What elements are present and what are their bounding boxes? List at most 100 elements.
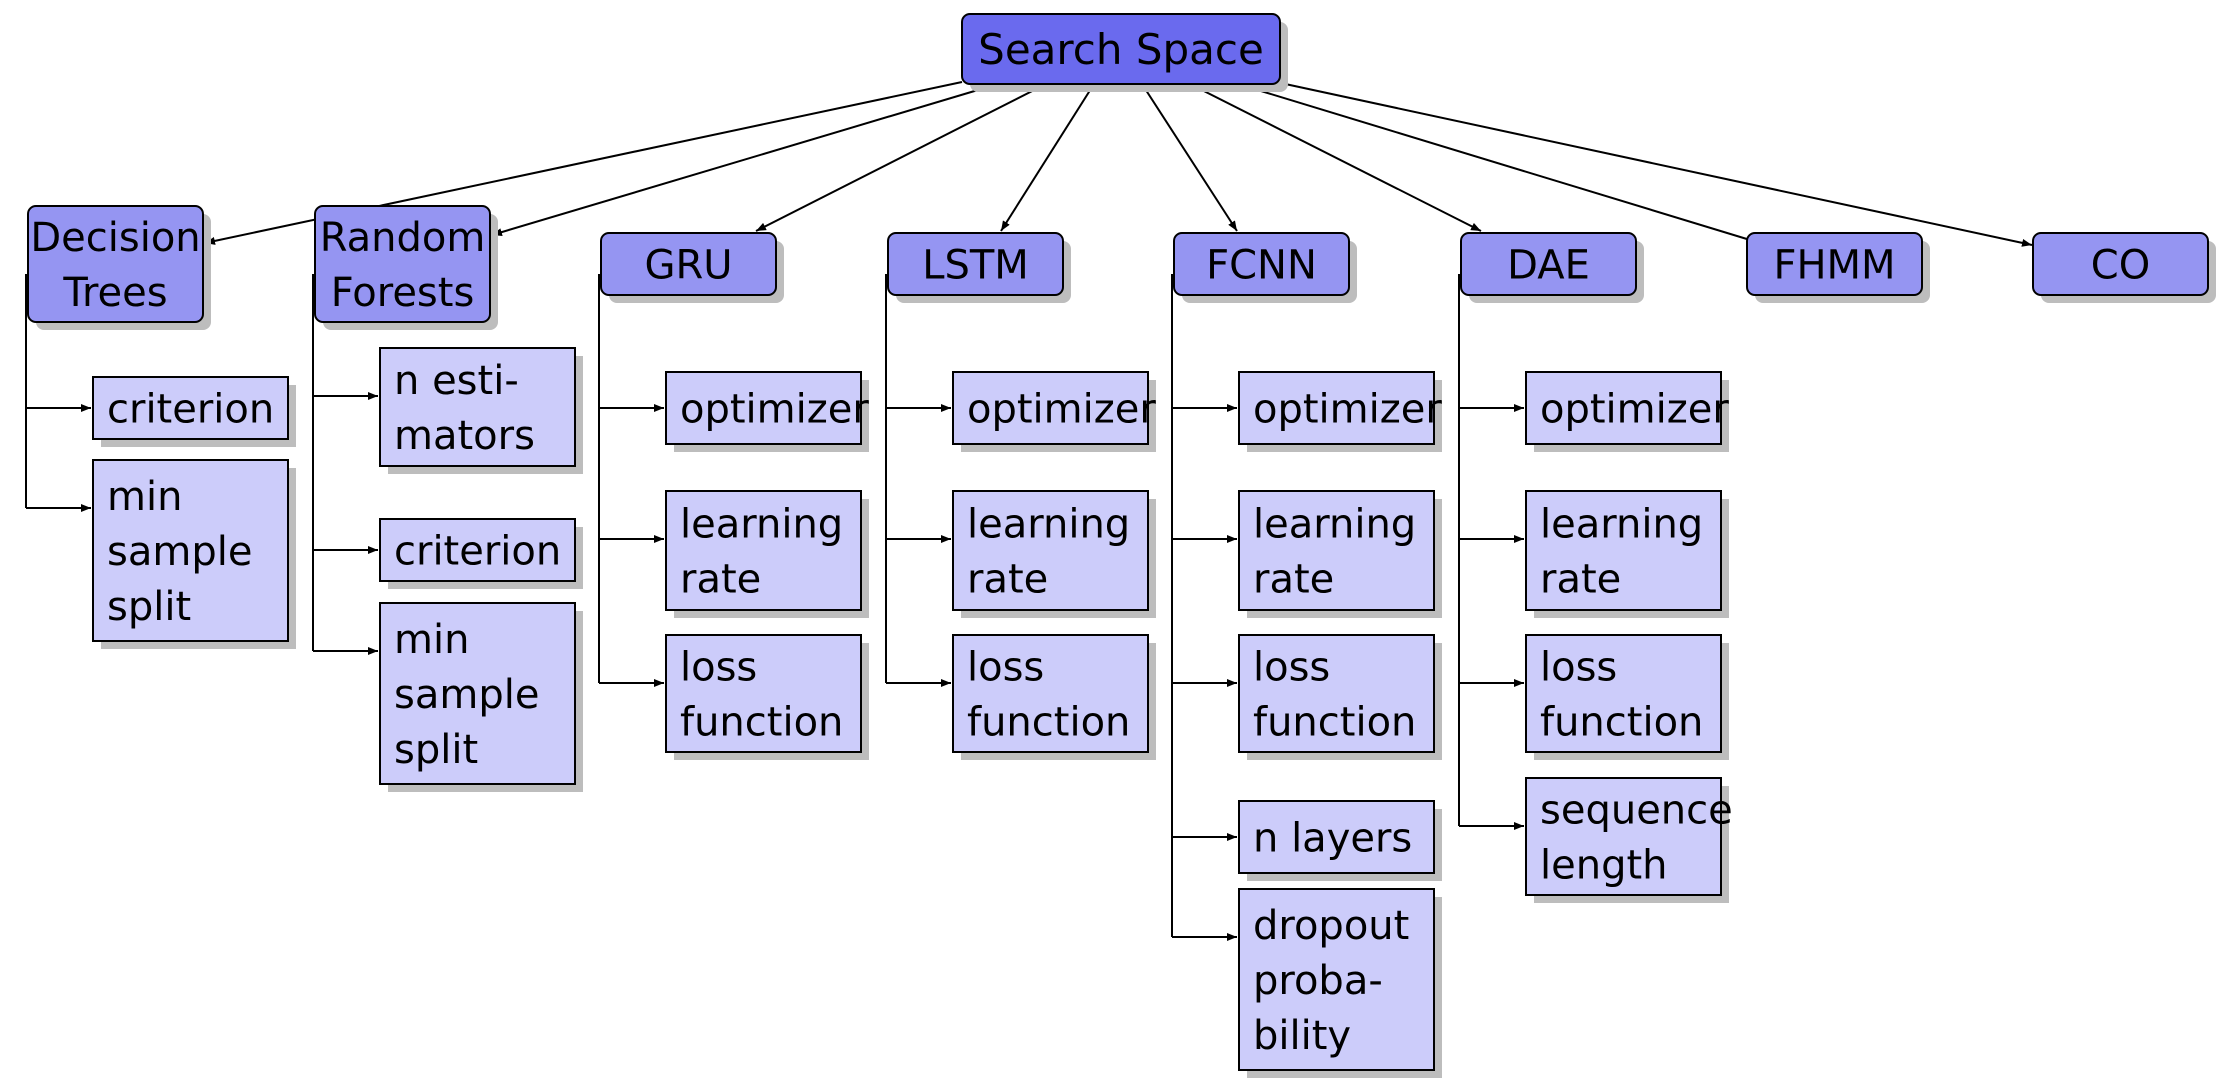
param-node-lstm-1-label: learning (967, 501, 1130, 547)
param-node-gru-2: loss function (665, 634, 869, 760)
model-node-dt-label: Decision (30, 215, 200, 261)
param-node-dae-0-label: optimizer (1540, 386, 1729, 432)
param-node-fcnn-2-rect (1238, 634, 1435, 753)
model-node-gru-label: GRU (644, 242, 732, 288)
param-node-gru-2-label: loss (680, 644, 757, 690)
param-node-gru-1-label: learning (680, 501, 843, 547)
model-node-co: CO (2032, 232, 2216, 303)
param-node-dae-0-rect (1525, 371, 1722, 445)
edge-root-to-dae (1189, 83, 1482, 232)
param-node-dt-1-label: sample (107, 529, 252, 575)
param-node-dae-2-label: loss (1540, 644, 1617, 690)
param-node-rf-0: n esti-mators (379, 347, 583, 474)
model-node-fcnn-label: FCNN (1206, 242, 1317, 288)
param-node-fcnn-1-label: rate (1253, 556, 1334, 602)
param-node-rf-0-rect (379, 347, 576, 467)
param-node-dae-2-label: function (1540, 699, 1703, 745)
param-node-rf-0-label: n esti- (394, 358, 519, 404)
param-node-fcnn-3-label: n layers (1253, 815, 1412, 861)
param-node-dae-3-rect (1525, 777, 1722, 896)
param-node-fcnn-2-label: loss (1253, 644, 1330, 690)
model-node-dae-label: DAE (1507, 242, 1590, 288)
param-node-lstm-0-rect (952, 371, 1149, 445)
param-node-lstm-0: optimizer (952, 371, 1156, 452)
param-node-gru-0-rect (665, 371, 862, 445)
param-node-fcnn-3: n layers (1238, 800, 1442, 881)
edge-root-to-co (1275, 81, 2033, 247)
param-node-fcnn-2: loss function (1238, 634, 1442, 760)
model-node-co-label: CO (2091, 242, 2150, 288)
model-node-fhmm: FHMM (1746, 232, 1930, 303)
param-node-dae-0: optimizer (1525, 371, 1729, 452)
model-node-co-rect (2032, 232, 2209, 296)
param-node-rf-1-rect (379, 518, 576, 582)
param-node-gru-0: optimizer (665, 371, 869, 452)
param-node-dt-1-rect (92, 459, 289, 642)
param-node-rf-1: criterion (379, 518, 583, 589)
param-node-fcnn-4: dropout proba-bility (1238, 888, 1442, 1078)
model-node-rf-label: Forests (331, 270, 475, 316)
param-node-dae-3-label: sequence (1540, 787, 1733, 833)
search-space-root-node-label: Search Space (978, 25, 1264, 74)
param-node-dae-2-rect (1525, 634, 1722, 753)
model-node-dt-label: Trees (62, 270, 167, 316)
param-node-fcnn-4-label: proba- (1253, 958, 1383, 1004)
model-node-rf-label: Random (320, 215, 486, 261)
param-node-lstm-0-label: optimizer (967, 386, 1156, 432)
edge-root-to-gru (755, 83, 1047, 232)
param-node-lstm-1: learning rate (952, 490, 1156, 618)
param-node-dae-2: loss function (1525, 634, 1729, 760)
param-node-dt-0-label: criterion (107, 386, 274, 432)
param-node-rf-2-label: split (394, 727, 478, 773)
param-node-fcnn-4-rect (1238, 888, 1435, 1071)
param-node-dt-1-label: split (107, 584, 191, 630)
edge-root-to-lstm (1000, 83, 1095, 232)
param-node-rf-2-label: sample (394, 672, 539, 718)
model-node-fhmm-rect (1746, 232, 1923, 296)
param-node-lstm-2-rect (952, 634, 1149, 753)
param-node-lstm-1-label: rate (967, 556, 1048, 602)
param-node-fcnn-0-label: optimizer (1253, 386, 1442, 432)
search-space-root-node-rect (961, 13, 1281, 85)
model-node-rf-rect (314, 205, 491, 323)
param-node-fcnn-0: optimizer (1238, 371, 1442, 452)
param-node-gru-0-label: optimizer (680, 386, 869, 432)
param-node-gru-1: learning rate (665, 490, 869, 618)
param-node-lstm-2-label: loss (967, 644, 1044, 690)
param-node-rf-2-label: min (394, 617, 469, 663)
model-node-gru: GRU (600, 232, 784, 303)
param-node-lstm-2-label: function (967, 699, 1130, 745)
model-node-dt-rect (27, 205, 204, 323)
param-node-fcnn-4-label: dropout (1253, 903, 1409, 949)
param-node-fcnn-1: learning rate (1238, 490, 1442, 618)
param-node-dae-1-rect (1525, 490, 1722, 611)
edge-root-to-fcnn (1141, 83, 1238, 232)
param-node-dt-0: criterion (92, 376, 296, 447)
param-node-dae-3-label: length (1540, 842, 1668, 888)
model-node-dae: DAE (1460, 232, 1644, 303)
model-node-lstm: LSTM (887, 232, 1071, 303)
param-node-rf-2-rect (379, 602, 576, 785)
param-node-lstm-2: loss function (952, 634, 1156, 760)
model-node-fcnn-rect (1173, 232, 1350, 296)
param-node-fcnn-1-label: learning (1253, 501, 1416, 547)
param-node-gru-1-label: rate (680, 556, 761, 602)
param-node-fcnn-1-rect (1238, 490, 1435, 611)
param-node-rf-1-label: criterion (394, 528, 561, 574)
param-node-fcnn-3-rect (1238, 800, 1435, 874)
param-node-fcnn-0-rect (1238, 371, 1435, 445)
param-node-gru-2-rect (665, 634, 862, 753)
param-node-fcnn-2-label: function (1253, 699, 1416, 745)
param-node-dae-3: sequence length (1525, 777, 1733, 903)
param-node-fcnn-4-label: bility (1253, 1013, 1351, 1059)
param-node-gru-1-rect (665, 490, 862, 611)
param-node-gru-2-label: function (680, 699, 843, 745)
model-node-dae-rect (1460, 232, 1637, 296)
model-node-fcnn: FCNN (1173, 232, 1357, 303)
search-space-root-node: Search Space (961, 13, 1288, 92)
